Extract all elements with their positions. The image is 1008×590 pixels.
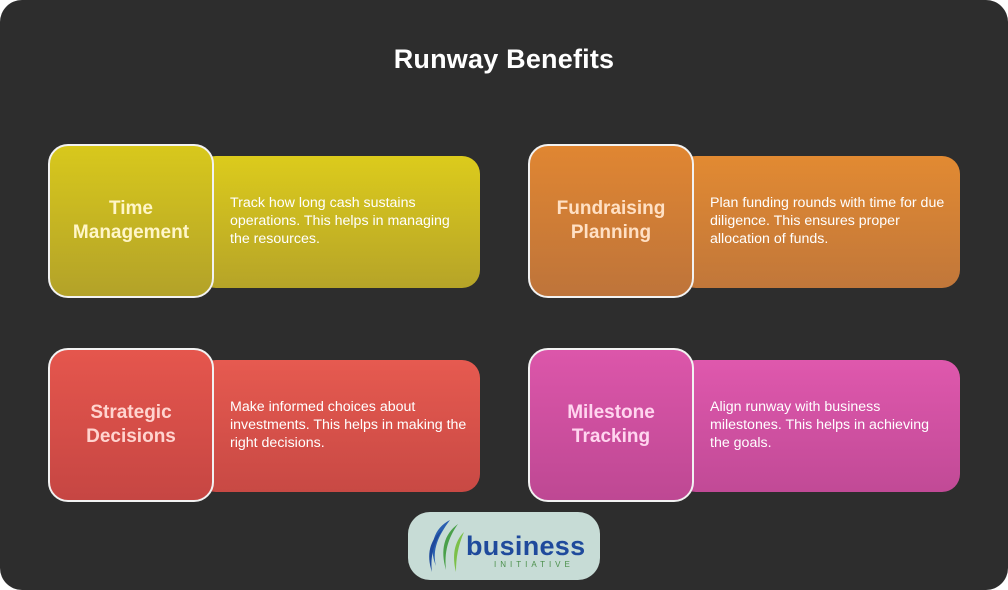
heading-box: Strategic Decisions	[48, 348, 214, 502]
benefit-heading: Fundraising Planning	[556, 198, 666, 243]
heading-box: Fundraising Planning	[528, 144, 694, 298]
benefit-card-time-management: Track how long cash sustains operations.…	[48, 144, 480, 304]
benefit-heading: Time Management	[72, 198, 190, 243]
benefit-description: Track how long cash sustains operations.…	[230, 195, 450, 247]
benefit-card-strategic-decisions: Make informed choices about investments.…	[48, 348, 480, 508]
benefit-card-milestone-tracking: Align runway with business milestones. T…	[528, 348, 960, 508]
logo-sub-text: INITIATIVE	[494, 560, 574, 569]
heading-box: Milestone Tracking	[528, 348, 694, 502]
description-box	[678, 156, 960, 288]
benefit-description: Make informed choices about investments.…	[230, 399, 467, 451]
business-initiative-logo-icon	[429, 520, 464, 572]
description-box	[198, 156, 480, 288]
benefit-card-fundraising-planning: Plan funding rounds with time for due di…	[528, 144, 960, 304]
description-box	[678, 360, 960, 492]
diagram-title: Runway Benefits	[393, 44, 615, 74]
description-box	[198, 360, 480, 492]
heading-box: Time Management	[48, 144, 214, 298]
benefit-description: Plan funding rounds with time for due di…	[710, 195, 945, 247]
business-initiative-logo: business INITIATIVE	[408, 512, 600, 580]
benefit-heading: Strategic Decisions	[86, 402, 176, 447]
benefit-heading: Milestone Tracking	[567, 402, 655, 447]
benefit-description: Align runway with business milestones. T…	[710, 399, 929, 451]
logo-brand-text: business	[466, 531, 586, 561]
